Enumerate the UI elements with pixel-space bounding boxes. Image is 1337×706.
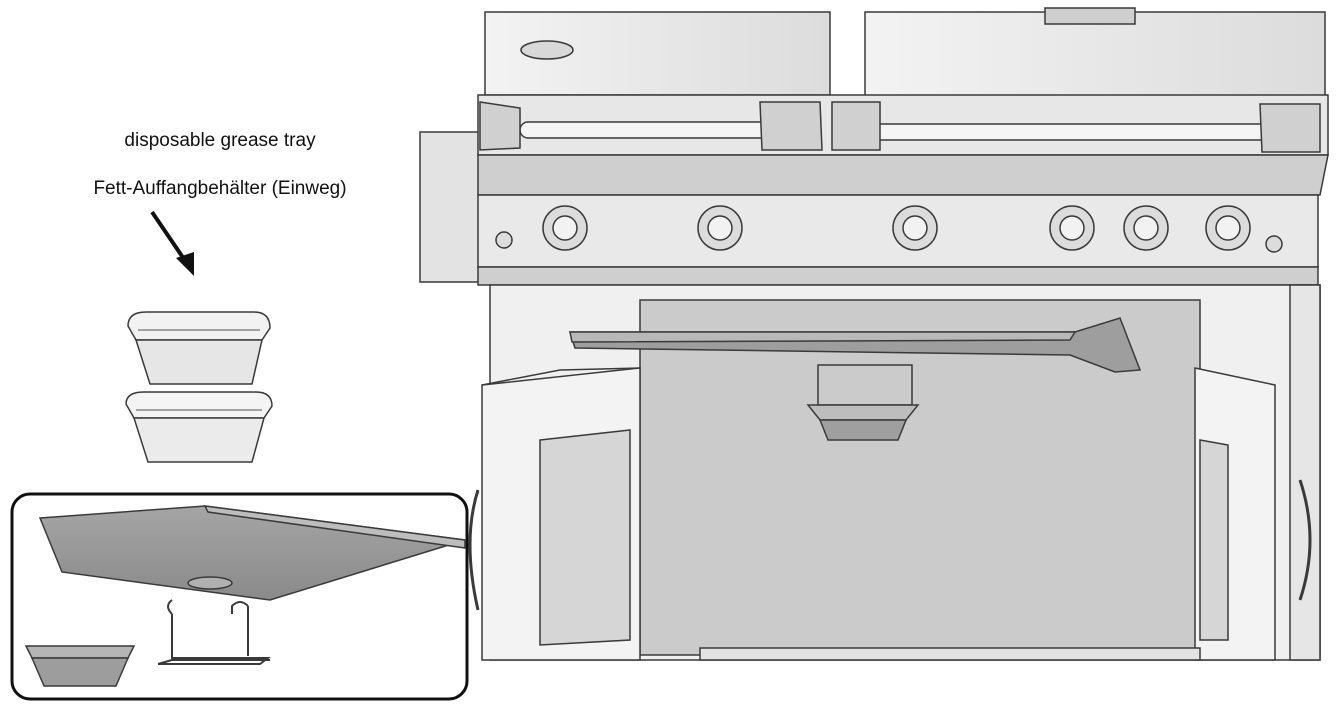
grease-tray-label-german: Fett-Auffangbehälter (Einweg) xyxy=(93,178,347,199)
inset-drip-pan xyxy=(38,505,466,601)
bbq-grill xyxy=(419,7,1329,661)
grease-drip-pan xyxy=(568,317,1142,373)
grease-tray-label-english: disposable grease tray xyxy=(124,130,316,151)
inset-small-tray xyxy=(24,645,136,687)
control-knobs xyxy=(495,205,1283,253)
disposable-tray-lower xyxy=(125,391,273,463)
arrow-down-right-icon xyxy=(150,210,194,276)
inset-wire-holder xyxy=(157,599,271,665)
disposable-tray-upper xyxy=(127,311,271,385)
grease-tray-holder xyxy=(806,364,920,441)
inset-detail-box xyxy=(10,492,469,701)
